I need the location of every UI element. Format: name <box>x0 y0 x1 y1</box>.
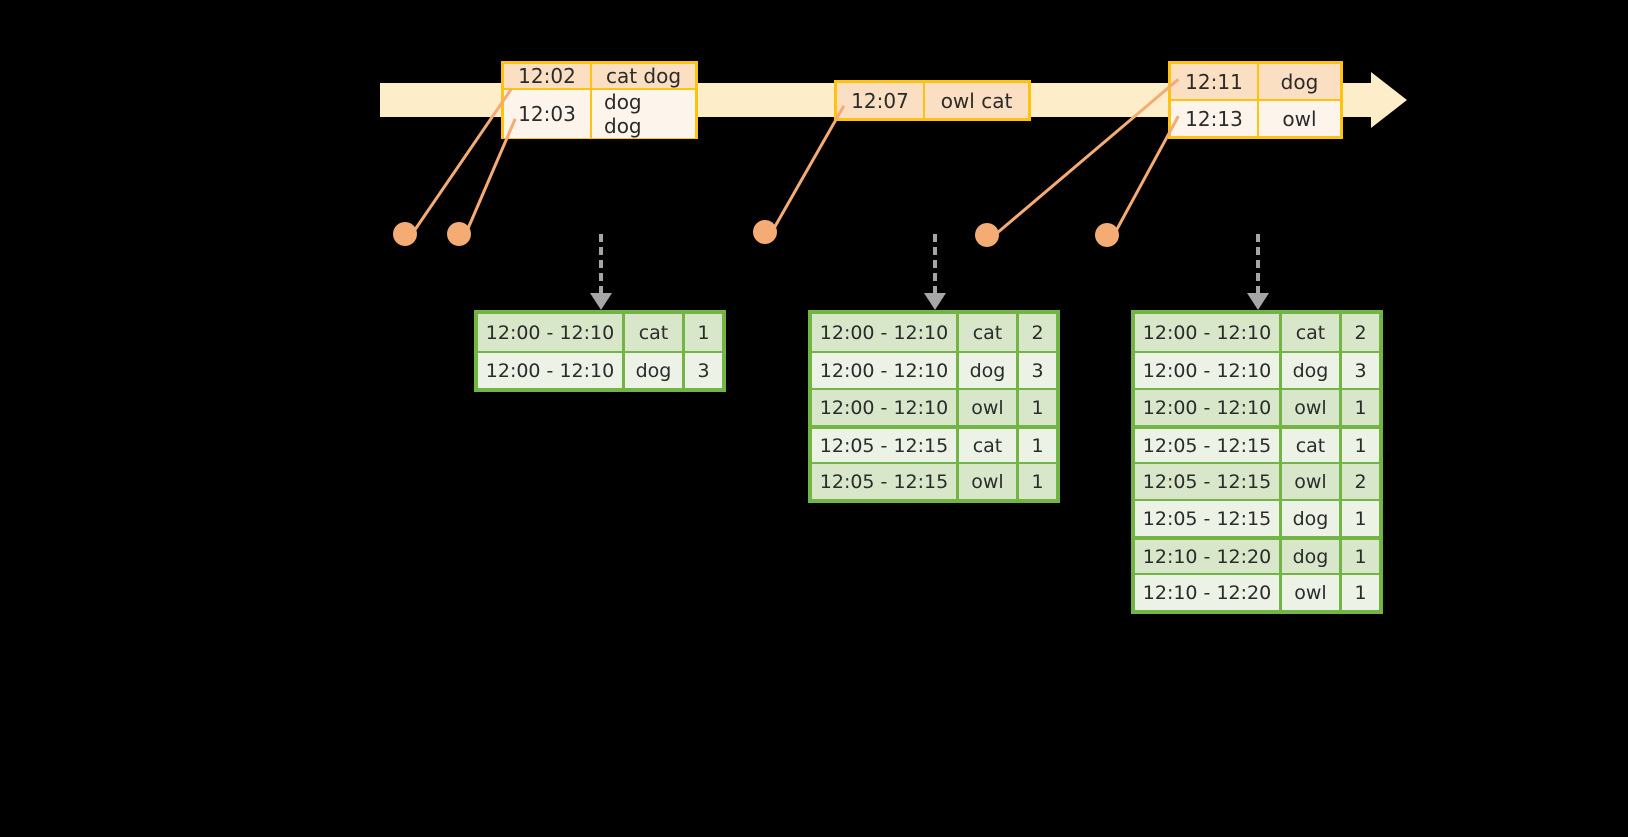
cell-window: 12:05 - 12:15 <box>1135 429 1279 462</box>
cell-count: 1 <box>1339 540 1379 573</box>
cell-window: 12:10 - 12:20 <box>1135 540 1279 573</box>
cell-word: cat <box>956 429 1016 462</box>
cell-word: dog <box>1279 540 1339 573</box>
event-words: cat dog <box>592 64 695 88</box>
cell-window: 12:00 - 12:10 <box>1135 353 1279 388</box>
cell-word: owl <box>1279 390 1339 425</box>
dashed-arrow-head-3 <box>1247 293 1269 310</box>
event-words: dog <box>1259 64 1340 99</box>
cell-count: 2 <box>1339 314 1379 351</box>
cell-word: owl <box>1279 575 1339 610</box>
cell-word: cat <box>956 314 1016 351</box>
cell-count: 2 <box>1339 464 1379 499</box>
cell-count: 1 <box>682 314 722 351</box>
cell-word: cat <box>622 314 682 351</box>
dashed-arrow-head-2 <box>924 293 946 310</box>
cell-window: 12:00 - 12:10 <box>812 390 956 425</box>
event-words: owl <box>1259 101 1340 136</box>
cell-count: 1 <box>1339 390 1379 425</box>
event-words: owl cat <box>925 83 1028 118</box>
cell-window: 12:00 - 12:10 <box>1135 390 1279 425</box>
cell-count: 1 <box>1016 390 1056 425</box>
cell-window: 12:00 - 12:10 <box>478 353 622 388</box>
dashed-arrow-line-3 <box>1256 234 1260 294</box>
cell-word: cat <box>1279 429 1339 462</box>
event-box-2[interactable]: 12:07 owl cat <box>834 80 1031 121</box>
cell-count: 1 <box>1339 501 1379 536</box>
cell-window: 12:05 - 12:15 <box>812 429 956 462</box>
cell-count: 3 <box>1339 353 1379 388</box>
cell-count: 1 <box>1339 575 1379 610</box>
dashed-arrow-head-1 <box>590 293 612 310</box>
connector-dot-5[interactable] <box>1095 223 1119 247</box>
dashed-arrow-line-1 <box>599 234 603 294</box>
cell-count: 1 <box>1339 429 1379 462</box>
cell-word: cat <box>1279 314 1339 351</box>
event-time: 12:03 <box>504 90 592 138</box>
event-box-3[interactable]: 12:11 dog 12:13 owl <box>1168 61 1343 139</box>
event-time: 12:02 <box>504 64 592 88</box>
event-time: 12:13 <box>1171 101 1259 136</box>
cell-window: 12:05 - 12:15 <box>1135 501 1279 536</box>
connector-line-3 <box>769 105 846 235</box>
cell-word: owl <box>956 390 1016 425</box>
cell-word: dog <box>1279 353 1339 388</box>
event-time: 12:07 <box>837 83 925 118</box>
cell-count: 1 <box>1016 464 1056 499</box>
cell-window: 12:05 - 12:15 <box>1135 464 1279 499</box>
event-row: 12:13 owl <box>1171 99 1340 136</box>
connector-dot-3[interactable] <box>753 220 777 244</box>
cell-window: 12:00 - 12:10 <box>1135 314 1279 351</box>
dashed-arrow-line-2 <box>933 234 937 294</box>
cell-word: dog <box>1279 501 1339 536</box>
cell-count: 2 <box>1016 314 1056 351</box>
cell-count: 3 <box>682 353 722 388</box>
event-row: 12:03 dog dog <box>504 88 695 138</box>
cell-count: 3 <box>1016 353 1056 388</box>
event-box-1[interactable]: 12:02 cat dog 12:03 dog dog <box>501 61 698 139</box>
cell-window: 12:00 - 12:10 <box>812 353 956 388</box>
timeline-arrow-head <box>1371 72 1407 128</box>
event-words: dog dog <box>592 90 695 138</box>
connector-line-5 <box>1111 115 1180 238</box>
cell-word: owl <box>956 464 1016 499</box>
event-time: 12:11 <box>1171 64 1259 99</box>
cell-window: 12:05 - 12:15 <box>812 464 956 499</box>
event-row: 12:02 cat dog <box>504 64 695 88</box>
connector-dot-2[interactable] <box>447 222 471 246</box>
connector-dot-4[interactable] <box>975 223 999 247</box>
cell-word: dog <box>956 353 1016 388</box>
cell-window: 12:00 - 12:10 <box>478 314 622 351</box>
connector-line-2 <box>463 118 517 237</box>
cell-window: 12:10 - 12:20 <box>1135 575 1279 610</box>
cell-count: 1 <box>1016 429 1056 462</box>
event-row: 12:07 owl cat <box>837 83 1028 118</box>
cell-word: owl <box>1279 464 1339 499</box>
cell-window: 12:00 - 12:10 <box>812 314 956 351</box>
connector-dot-1[interactable] <box>393 222 417 246</box>
event-row: 12:11 dog <box>1171 64 1340 99</box>
cell-word: dog <box>622 353 682 388</box>
